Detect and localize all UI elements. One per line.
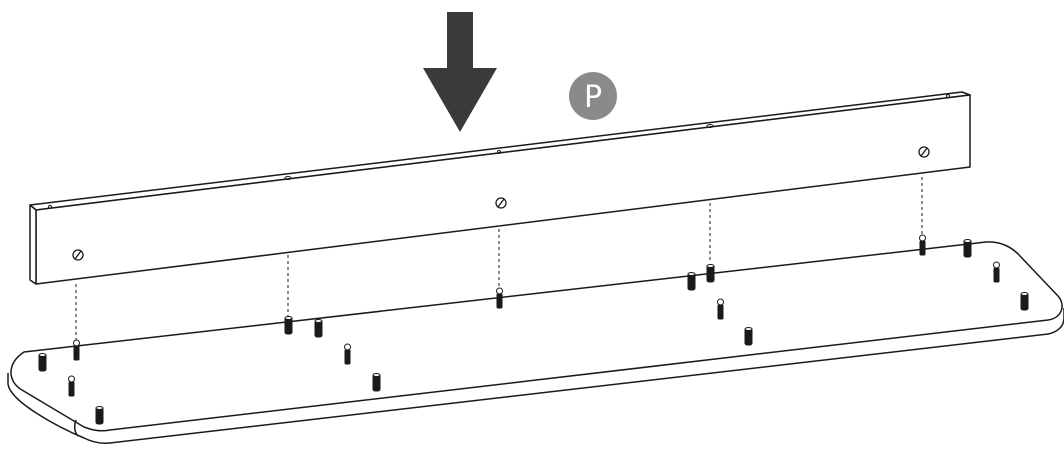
dowel-pin-icon [963,239,972,258]
fasteners [38,234,1029,425]
cam-lock-icon [918,146,930,158]
rail-top-holes [48,94,950,209]
guide-lines [75,177,923,340]
rail-panel [29,91,971,285]
part-label-badge: P [569,72,617,120]
part-label-text: P [584,80,602,115]
cam-bolt-icon [717,298,724,320]
cam-bolt-icon [496,287,503,309]
dowel-pin-icon [744,327,753,346]
cam-bolt-icon [993,261,1000,283]
dowel-pin-icon [284,316,293,335]
dowel-pin-icon [687,272,696,291]
dowel-pin-icon [95,406,104,425]
down-arrow-icon [423,12,497,132]
dowel-pin-icon [1020,292,1029,311]
dowel-pin-icon [38,353,47,372]
cam-lock-icon [495,197,507,209]
dowel-pin-icon [372,373,381,392]
cam-bolt-icon [919,234,926,256]
base-board [7,241,1064,444]
cam-bolt-icon [68,375,75,397]
dowel-pin-icon [314,319,323,338]
cam-bolt-icon [73,339,80,361]
dowel-pin-icon [706,264,715,283]
cam-bolt-icon [344,343,351,365]
cam-lock-icon [72,249,84,261]
